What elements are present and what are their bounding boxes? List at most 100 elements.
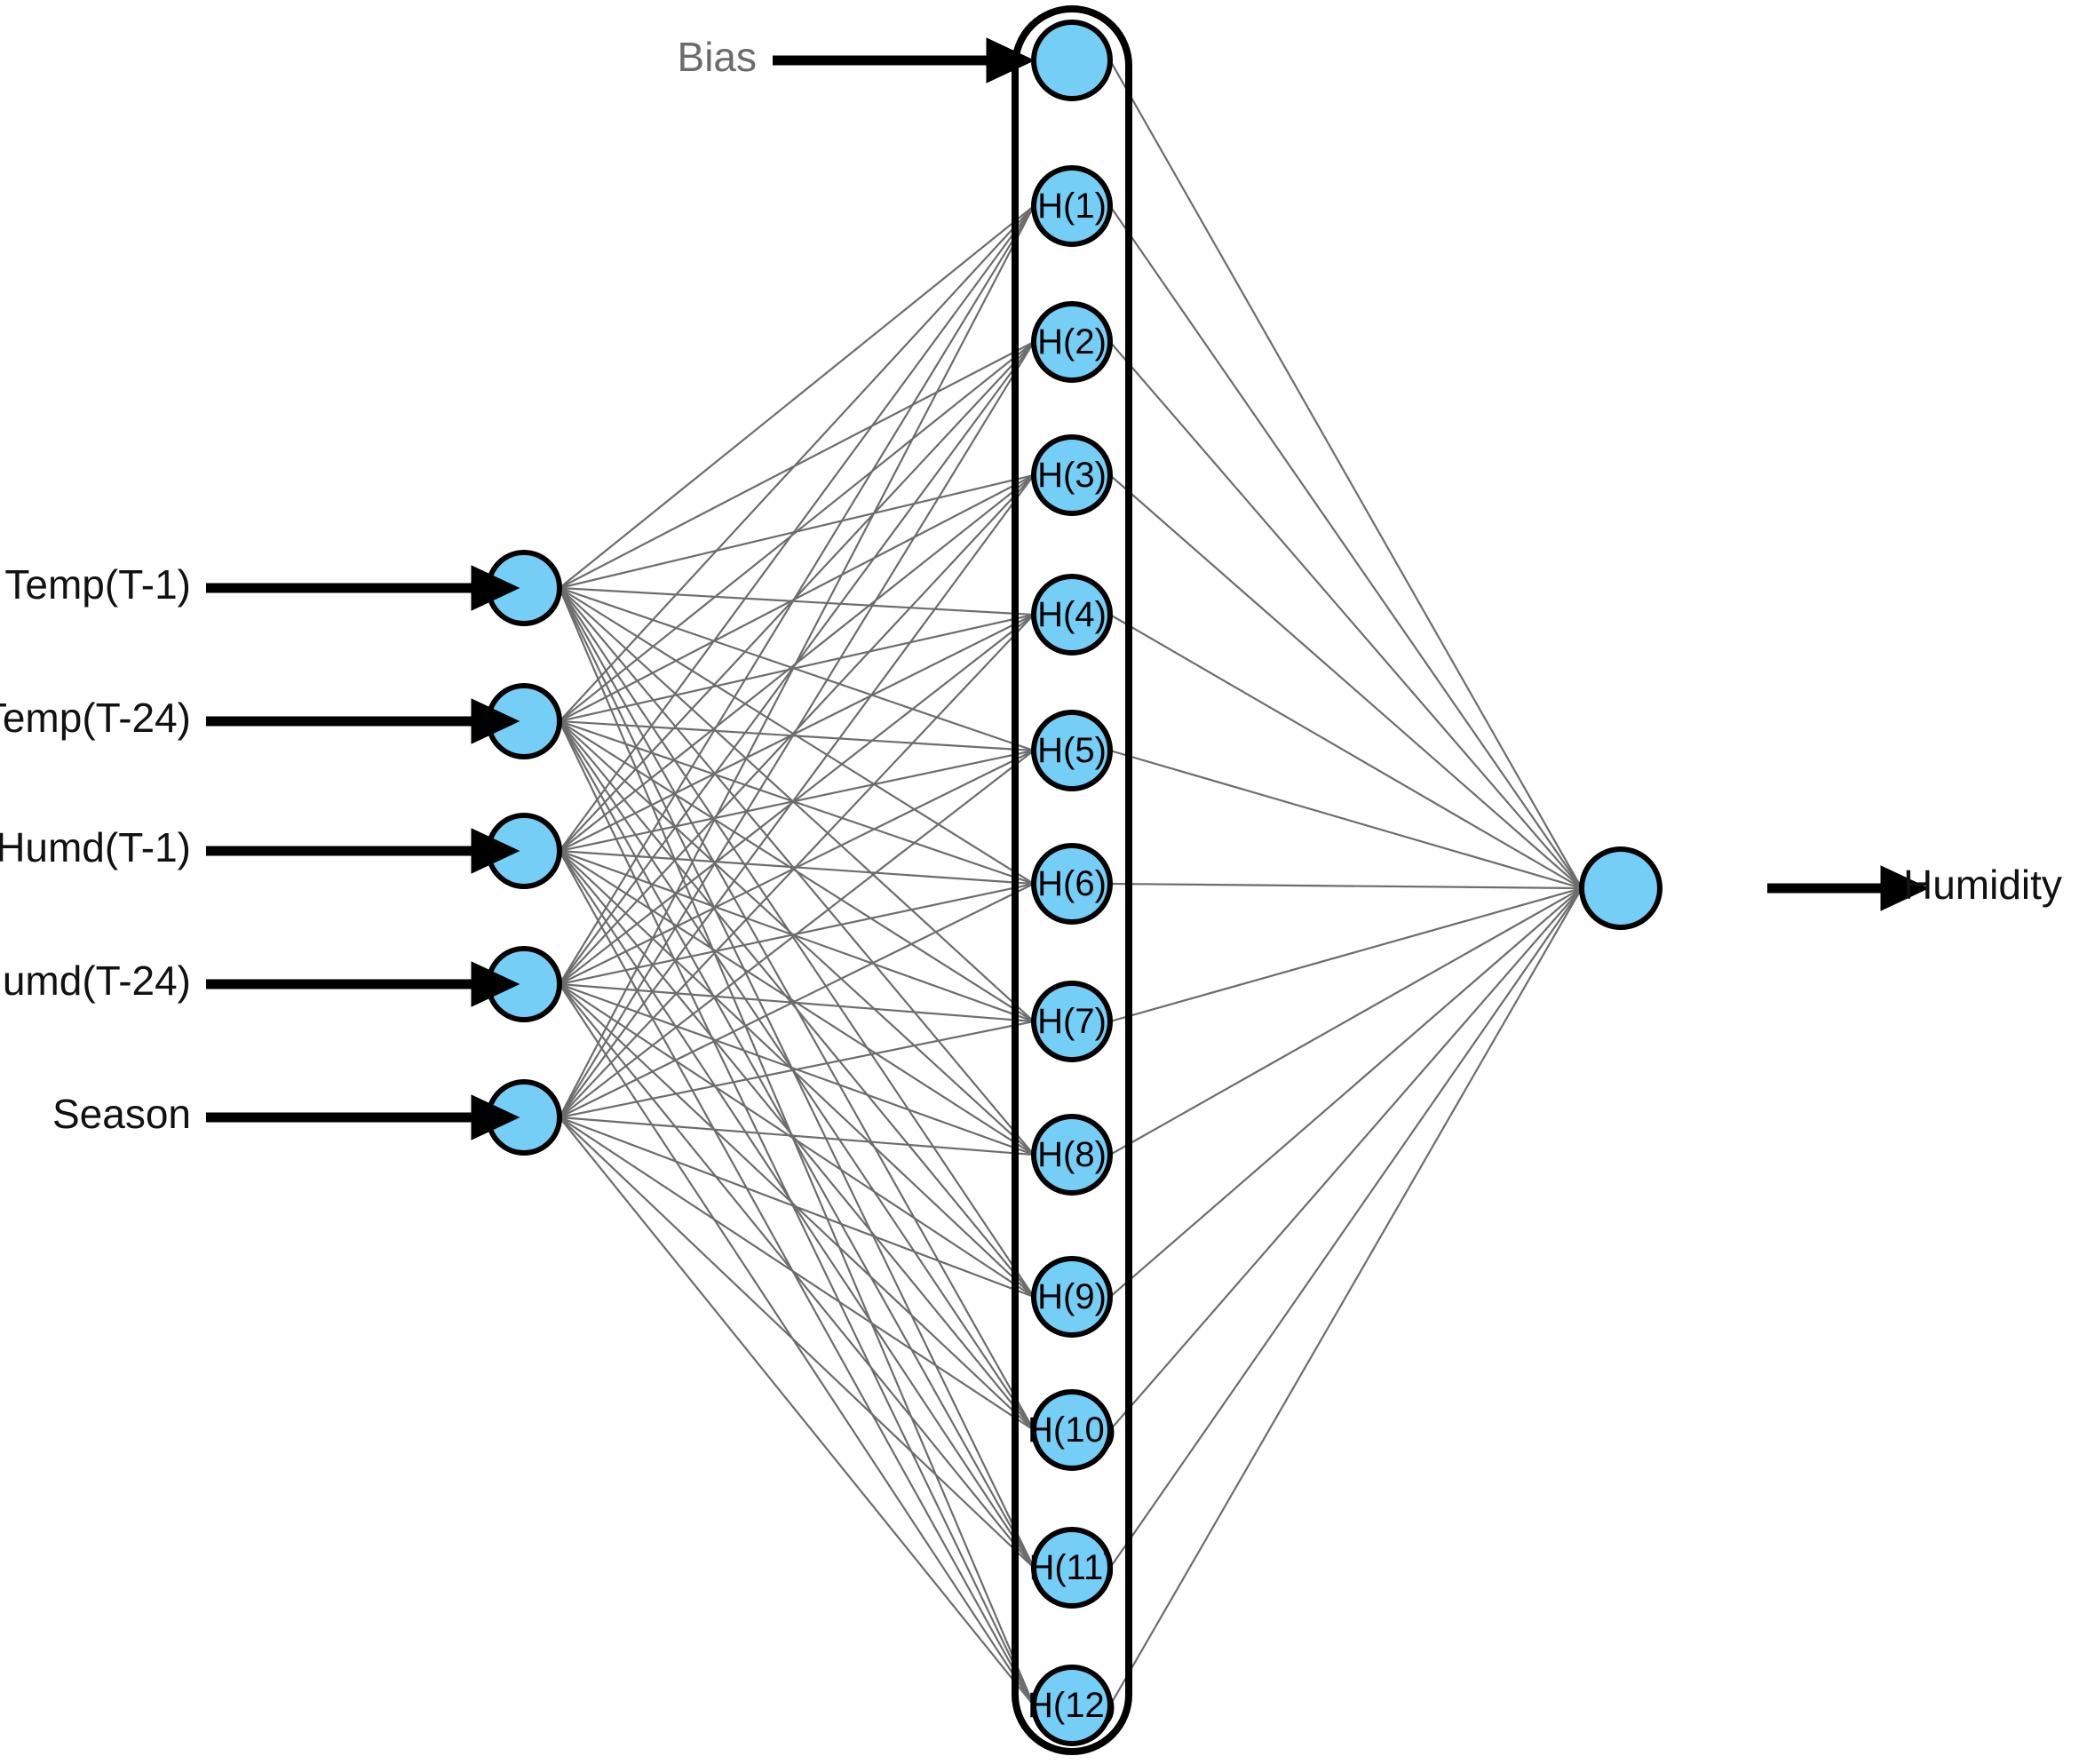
synapse-input-4-hidden-1 [559,205,1035,985]
synapse-input-5-hidden-10 [559,1116,1035,1431]
hidden-layer: H(1)H(2)H(3)H(4)H(5)H(6)H(7)H(8)H(9)H(10… [1028,20,1116,1746]
hidden-neuron-label-2: H(2) [1037,322,1107,362]
synapse-hidden-6-output [1109,882,1583,890]
synapse-input-5-hidden-7 [559,1020,1035,1119]
synapse-bias-output [1109,60,1583,889]
synapse-input-2-hidden-2 [559,341,1035,722]
synapse-input-2-hidden-12 [559,720,1035,1706]
synapse-hidden-12-output [1109,887,1583,1706]
input-neuron-3[interactable] [486,813,562,889]
synapse-input-3-hidden-1 [559,205,1035,852]
hidden-neuron-1[interactable] [1031,165,1113,247]
hidden-layer-boundary [1012,5,1132,1755]
hidden-to-output-connections [1109,60,1583,1706]
input-label-2: Temp(T-24) [0,695,191,741]
hidden-neuron-label-4: H(4) [1037,595,1107,634]
synapse-input-1-hidden-12 [558,587,1036,1706]
synapse-input-5-hidden-11 [559,1116,1035,1569]
hidden-neuron-label-7: H(7) [1037,1002,1107,1041]
synapse-input-1-hidden-1 [559,205,1035,589]
synapse-input-2-hidden-4 [559,613,1035,723]
synapse-input-2-hidden-6 [559,719,1035,886]
synapse-input-2-hidden-3 [559,474,1035,722]
hidden-neuron-label-6: H(6) [1037,864,1107,903]
hidden-neuron-6[interactable] [1031,843,1113,925]
synapse-input-1-hidden-5 [559,586,1035,752]
input-neuron-5[interactable] [486,1079,562,1156]
synapse-input-2-hidden-1 [559,205,1035,722]
hidden-neuron-label-5: H(5) [1037,731,1107,770]
hidden-neuron-3[interactable] [1031,434,1113,516]
hidden-neuron-2[interactable] [1031,301,1113,383]
synapse-input-3-hidden-9 [559,850,1035,1298]
synapse-input-5-hidden-9 [559,1116,1035,1299]
hidden-neuron-12[interactable] [1031,1665,1113,1746]
hidden-neuron-label-1: H(1) [1037,187,1107,226]
input-label-3: Humd(T-1) [0,824,191,870]
input-layer [486,550,562,1156]
hidden-neuron-4[interactable] [1031,574,1113,656]
output-neuron[interactable] [1579,846,1662,930]
io-arrows [206,37,1930,1140]
synapse-input-5-hidden-5 [559,750,1035,1118]
bias-label: Bias [678,34,757,80]
synapse-input-2-hidden-8 [559,720,1035,1156]
synapse-hidden-7-output [1109,886,1583,1023]
synapse-input-5-hidden-3 [559,474,1035,1118]
synapse-input-3-hidden-12 [559,850,1035,1706]
input-label-1: Temp(T-1) [4,561,191,608]
synapse-hidden-3-output [1109,474,1583,889]
hidden-neuron-9[interactable] [1031,1256,1113,1338]
hidden-layer-enclosure [1012,5,1132,1755]
input-label-4: Humd(T-24) [0,957,191,1004]
synapse-input-2-hidden-11 [559,720,1035,1569]
synapse-input-2-hidden-7 [559,720,1035,1022]
synapse-input-3-hidden-4 [559,614,1035,852]
synapse-input-4-hidden-12 [559,983,1035,1706]
synapse-hidden-8-output [1109,887,1583,1156]
synapse-input-3-hidden-11 [559,850,1035,1569]
synapse-input-5-hidden-8 [559,1116,1035,1156]
input-neuron-2[interactable] [486,683,562,759]
synapse-hidden-11-output [1109,887,1583,1569]
hidden-neuron-7[interactable] [1031,981,1113,1062]
synapse-input-5-hidden-6 [559,883,1035,1118]
synapse-input-2-hidden-10 [559,720,1035,1431]
synapse-input-2-hidden-9 [559,720,1035,1298]
synapse-input-5-hidden-4 [559,614,1035,1118]
input-neuron-1[interactable] [486,550,562,626]
synapse-input-3-hidden-7 [559,849,1035,1023]
synapse-hidden-1-output [1109,205,1583,889]
synapse-input-1-hidden-7 [559,587,1035,1022]
input-label-5: Season [52,1091,191,1137]
synapse-input-4-hidden-9 [559,983,1035,1298]
hidden-neuron-10[interactable] [1031,1389,1113,1471]
synapse-hidden-4-output [1109,614,1583,889]
output-layer [1579,846,1662,930]
synapse-input-4-hidden-11 [559,983,1035,1569]
hidden-neuron-label-11: H(11) [1028,1548,1115,1587]
hidden-neuron-label-9: H(9) [1037,1277,1107,1316]
synapse-input-1-hidden-11 [559,587,1035,1569]
synapse-input-5-hidden-12 [559,1116,1035,1706]
synapse-input-1-hidden-9 [559,587,1035,1298]
synapse-hidden-5-output [1109,749,1583,890]
hidden-neuron-label-12: H(12) [1028,1686,1116,1725]
synapse-input-5-hidden-1 [559,205,1035,1118]
synapse-input-3-hidden-5 [559,749,1035,853]
hidden-neuron-5[interactable] [1031,710,1113,791]
synapse-input-5-hidden-2 [559,341,1035,1118]
output-label: Humidity [1903,862,2062,908]
input-neuron-4[interactable] [486,946,562,1022]
hidden-neuron-label-8: H(8) [1037,1135,1107,1174]
synapse-hidden-9-output [1109,887,1583,1298]
hidden-neuron-11[interactable] [1031,1527,1113,1609]
hidden-neuron-8[interactable] [1031,1114,1113,1196]
input-to-hidden-connections [558,205,1036,1706]
hidden-neuron-label-10: H(10) [1028,1410,1116,1450]
synapse-input-4-hidden-4 [559,614,1035,985]
bias-neuron[interactable] [1031,20,1113,101]
